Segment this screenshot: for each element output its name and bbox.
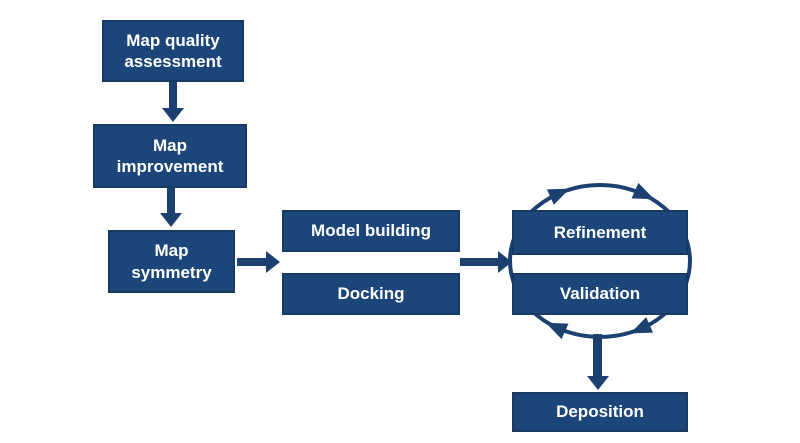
cycle-arrowhead-bottom-left	[545, 322, 569, 340]
box-map-quality-assessment: Map quality assessment	[102, 20, 244, 82]
box-label: Map improvement	[116, 135, 224, 176]
arrow-cycle-to-deposition	[587, 334, 609, 390]
cycle-arrowhead-bottom-right	[630, 317, 654, 334]
box-validation: Validation	[512, 273, 688, 315]
box-label: Map quality assessment	[124, 30, 222, 71]
box-model-building: Model building	[282, 210, 460, 252]
box-map-improvement: Map improvement	[93, 124, 247, 188]
box-docking: Docking	[282, 273, 460, 315]
arrow-map-quality-to-map-improvement	[162, 82, 184, 122]
cycle-arrowhead-top-left	[546, 188, 570, 205]
box-label: Map symmetry	[131, 241, 212, 282]
box-label: Deposition	[556, 402, 644, 422]
arrow-model-building-docking-to-refinement-validation	[460, 251, 512, 273]
cycle-arrowhead-top-right	[631, 182, 655, 200]
box-label: Model building	[311, 221, 431, 241]
arrow-map-symmetry-to-model-building-docking	[237, 251, 280, 273]
box-label: Refinement	[553, 222, 647, 242]
box-label: Validation	[559, 284, 641, 304]
box-map-symmetry: Map symmetry	[108, 230, 235, 293]
box-deposition: Deposition	[512, 392, 688, 432]
box-refinement: Refinement	[512, 210, 688, 255]
arrow-map-improvement-to-map-symmetry	[160, 188, 182, 227]
box-label: Docking	[337, 284, 405, 304]
